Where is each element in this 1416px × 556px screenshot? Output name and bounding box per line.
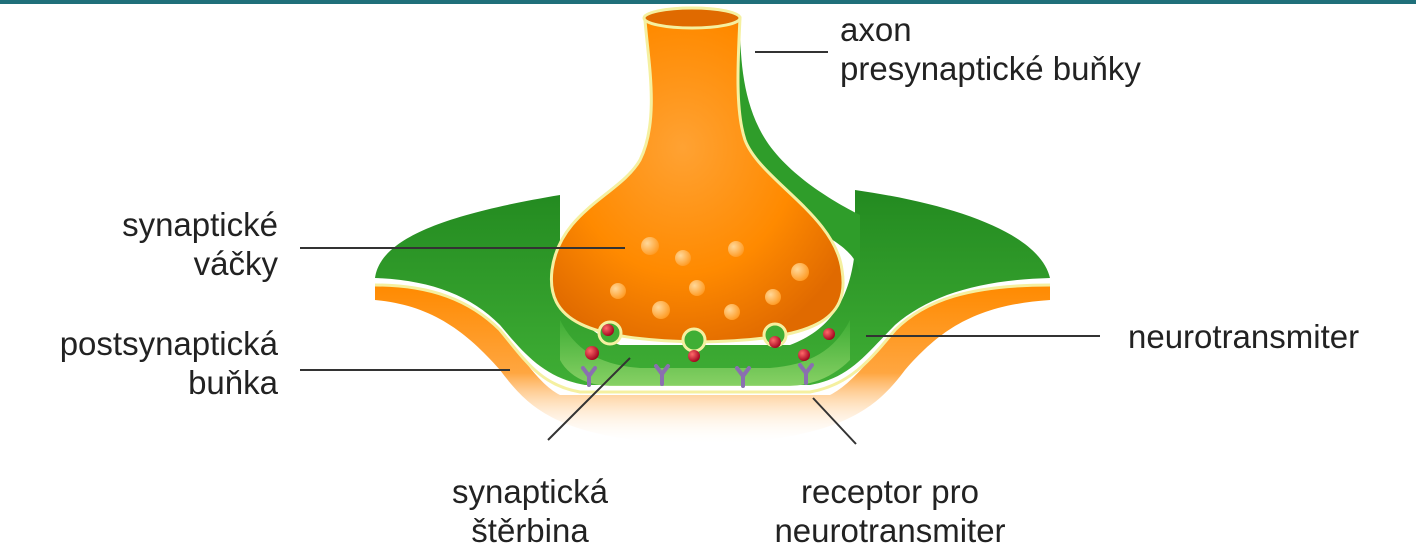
label-cleft-line1: synaptická	[400, 472, 660, 511]
label-axon-line1: axon	[840, 10, 1141, 49]
axon-opening	[644, 8, 740, 28]
label-postsynaptic: postsynaptická buňka	[60, 324, 278, 402]
label-cleft: synaptická štěrbina	[400, 472, 660, 550]
label-postsynaptic-line1: postsynaptická	[60, 324, 278, 363]
label-receptor: receptor pro neurotransmiter	[735, 472, 1045, 550]
label-vesicles: synaptické váčky	[122, 205, 278, 283]
label-receptor-line2: neurotransmiter	[735, 511, 1045, 550]
label-neurotransmitter: neurotransmiter	[1128, 317, 1359, 356]
label-axon-line2: presynaptické buňky	[840, 49, 1141, 88]
label-postsynaptic-line2: buňka	[60, 363, 278, 402]
label-cleft-line2: štěrbina	[400, 511, 660, 550]
label-receptor-line1: receptor pro	[735, 472, 1045, 511]
label-vesicles-line2: váčky	[122, 244, 278, 283]
label-neurotransmitter-line1: neurotransmiter	[1128, 317, 1359, 356]
label-vesicles-line1: synaptické	[122, 205, 278, 244]
label-axon: axon presynaptické buňky	[840, 10, 1141, 88]
